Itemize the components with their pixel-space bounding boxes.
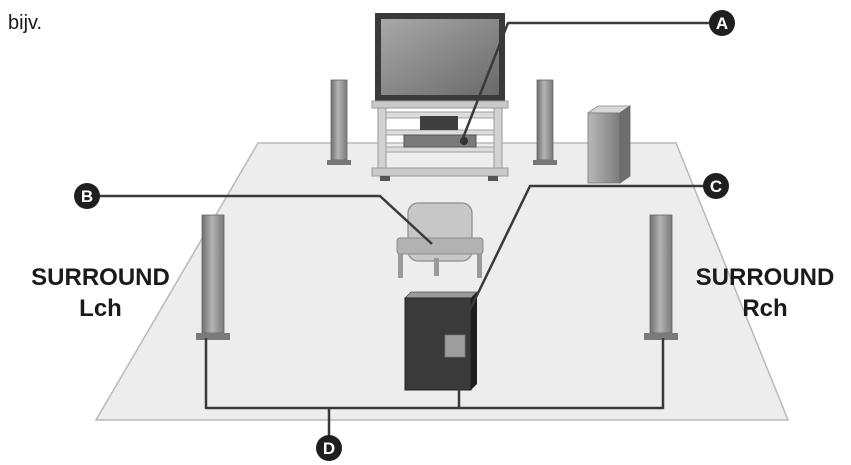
callout-badge-b: B (74, 183, 100, 209)
surround-left-label-line2: Lch (79, 295, 122, 322)
svg-text:C: C (710, 177, 722, 196)
surround-right-label-line1: SURROUND (695, 264, 835, 291)
front-right-speaker (533, 79, 557, 165)
callout-badge-d: D (316, 435, 342, 461)
speaker-cable-d (204, 338, 665, 410)
svg-text:B: B (81, 187, 93, 206)
svg-text:D: D (323, 439, 335, 458)
surround-right-label: SURROUND Rch (680, 262, 850, 324)
front-left-speaker (327, 79, 351, 165)
example-note: bijv. (8, 12, 43, 34)
svg-text:A: A (716, 14, 728, 33)
subwoofer (586, 105, 632, 184)
listening-chair (396, 202, 484, 278)
surround-left-label-line1: SURROUND (31, 264, 170, 291)
callout-badge-c: C (703, 173, 729, 199)
callout-line-b (89, 194, 433, 245)
surround-left-label: SURROUND Lch (8, 262, 193, 324)
surround-left-speaker (196, 214, 230, 340)
callout-lines (89, 21, 713, 440)
surround-amplifier (404, 291, 478, 391)
callout-badge-a: A (709, 10, 735, 36)
surround-right-speaker (644, 214, 678, 340)
callout-line-c (463, 184, 706, 321)
surround-right-label-line2: Rch (742, 295, 788, 322)
callout-line-a (459, 21, 713, 144)
